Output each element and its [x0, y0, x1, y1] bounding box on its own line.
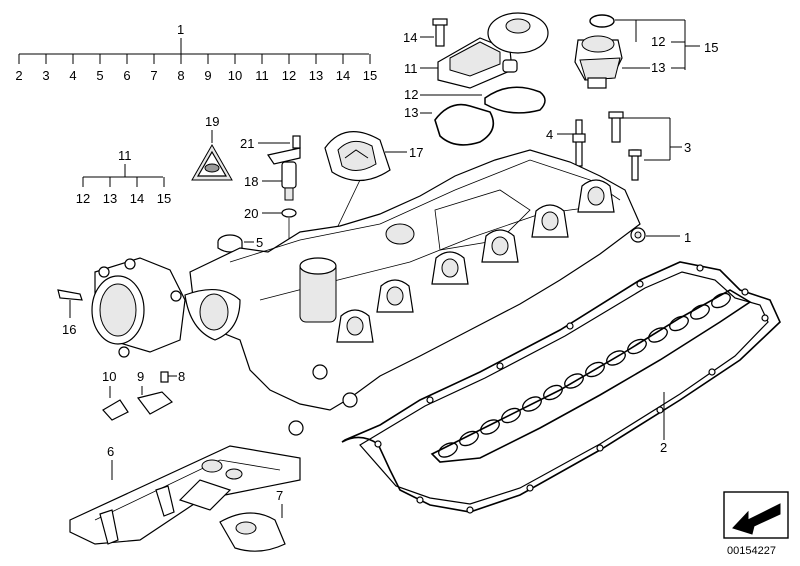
- callout-11-left[interactable]: 11: [118, 148, 132, 163]
- callout-2[interactable]: 2: [660, 440, 667, 455]
- callout-top-row-item[interactable]: 11: [255, 68, 269, 83]
- gasket-loop: [564, 373, 584, 389]
- callout-top-row-item[interactable]: 15: [363, 68, 377, 83]
- warning-label-triangle: 19: [191, 114, 233, 181]
- gasket-loop: [669, 315, 689, 332]
- cover-boss-hole: [346, 316, 364, 336]
- callout-top-row-item[interactable]: 10: [228, 68, 242, 83]
- gasket-loop: [480, 419, 500, 435]
- gasket-loop: [606, 350, 626, 366]
- cover-boss-hole: [491, 236, 509, 256]
- callout-14-sensor[interactable]: 14: [403, 30, 417, 45]
- cover-boss-hole: [386, 286, 404, 306]
- callout-top-row-item[interactable]: 9: [204, 68, 211, 83]
- gasket-bolt-hole: [526, 484, 534, 492]
- gasket-loop: [585, 361, 605, 378]
- callout-top-row-item[interactable]: 4: [69, 68, 76, 83]
- callout-top-row-item[interactable]: 3: [42, 68, 49, 83]
- kit-bracket-top: 1 2 3 4 5 6 7 8 9 10 11 12 13 14 15: [15, 22, 377, 83]
- catalog-number: 00154227: [727, 545, 776, 557]
- camshaft-sensor-assembly: 21 18 20: [240, 135, 301, 340]
- callout-20[interactable]: 20: [244, 206, 258, 221]
- gasket-bolt-hole: [708, 368, 716, 376]
- cylinder-head-cover: 1: [189, 149, 691, 436]
- callout-top-row-item[interactable]: 8: [177, 68, 184, 83]
- callout-17[interactable]: 17: [409, 145, 423, 160]
- callout-7[interactable]: 7: [276, 488, 283, 503]
- intake-flange: 16: [57, 257, 241, 358]
- gasket-bolt-hole: [636, 280, 644, 288]
- gasket-loop: [711, 292, 731, 309]
- gasket-set: 2: [341, 261, 781, 514]
- callout-top-row-item[interactable]: 12: [282, 68, 296, 83]
- callout-left-row-item[interactable]: 12: [76, 191, 90, 206]
- callout-18[interactable]: 18: [244, 174, 258, 189]
- callout-11-sensor[interactable]: 11: [404, 61, 418, 76]
- callout-19[interactable]: 19: [205, 114, 219, 129]
- callout-left-row-item[interactable]: 14: [130, 191, 144, 206]
- callout-4[interactable]: 4: [546, 127, 553, 142]
- heat-shield-plate: 6: [69, 444, 301, 545]
- gasket-loop: [459, 430, 479, 447]
- gasket-bolt-hole: [426, 396, 434, 404]
- callout-top-row-item[interactable]: 5: [96, 68, 103, 83]
- gasket-loop: [501, 407, 521, 424]
- plug-cap-5: 5: [217, 234, 263, 253]
- callout-15-right[interactable]: 15: [704, 40, 718, 55]
- callout-16[interactable]: 16: [62, 322, 76, 337]
- callout-12-right[interactable]: 12: [651, 34, 665, 49]
- gasket-bolt-hole: [596, 444, 604, 452]
- gasket-bolt-hole: [416, 496, 424, 504]
- catalog-stamp: 00154227: [723, 491, 789, 557]
- cover-boss-hole: [441, 258, 459, 278]
- arrow-icon: [732, 503, 781, 535]
- gasket-bolt-hole: [496, 362, 504, 370]
- gasket-bolt-hole: [761, 314, 769, 322]
- callout-12-mid[interactable]: 12: [404, 87, 418, 102]
- callout-top-row-item[interactable]: 14: [336, 68, 350, 83]
- gasket-loop: [522, 396, 542, 412]
- callout-top-row-item[interactable]: 7: [150, 68, 157, 83]
- callout-1-top[interactable]: 1: [177, 22, 184, 37]
- callout-13-mid[interactable]: 13: [404, 105, 418, 120]
- callout-top-row-item[interactable]: 6: [123, 68, 130, 83]
- gasket-bolt-hole: [656, 406, 664, 414]
- bolts-and-studs: 4 3: [546, 111, 691, 181]
- callout-3[interactable]: 3: [684, 140, 691, 155]
- gasket-loop: [648, 327, 668, 343]
- gasket-loop: [627, 338, 647, 355]
- callout-left-row-item[interactable]: 15: [157, 191, 171, 206]
- kit-bracket-left: 11 12 13 14 15: [76, 148, 171, 206]
- callout-8[interactable]: 8: [178, 369, 185, 384]
- callout-1-right[interactable]: 1: [684, 230, 691, 245]
- bracket-7: 7: [219, 488, 286, 552]
- connector-assembly-right: 12 13 15: [574, 14, 718, 89]
- callout-13-right[interactable]: 13: [651, 60, 665, 75]
- callout-9[interactable]: 9: [137, 369, 144, 384]
- gasket-loop: [690, 304, 710, 320]
- callout-6[interactable]: 6: [107, 444, 114, 459]
- pressure-regulating-valve: 14 11 12 13: [403, 12, 549, 146]
- callout-10[interactable]: 10: [102, 369, 116, 384]
- gasket-loop: [438, 442, 458, 458]
- gasket-bolt-hole: [466, 506, 474, 514]
- callout-5[interactable]: 5: [256, 235, 263, 250]
- gasket-bolt-hole: [741, 288, 749, 296]
- gasket-bolt-hole: [374, 440, 382, 448]
- gasket-loop: [543, 384, 563, 401]
- clips-and-screw: 10 9 8: [102, 369, 185, 421]
- callout-left-row-item[interactable]: 13: [103, 191, 117, 206]
- gasket-bolt-hole: [696, 264, 704, 272]
- callout-21[interactable]: 21: [240, 136, 254, 151]
- cover-boss-hole: [587, 186, 605, 206]
- cover-boss-hole: [541, 211, 559, 231]
- callout-top-row-item[interactable]: 2: [15, 68, 22, 83]
- callout-top-row-item[interactable]: 13: [309, 68, 323, 83]
- gasket-bolt-hole: [566, 322, 574, 330]
